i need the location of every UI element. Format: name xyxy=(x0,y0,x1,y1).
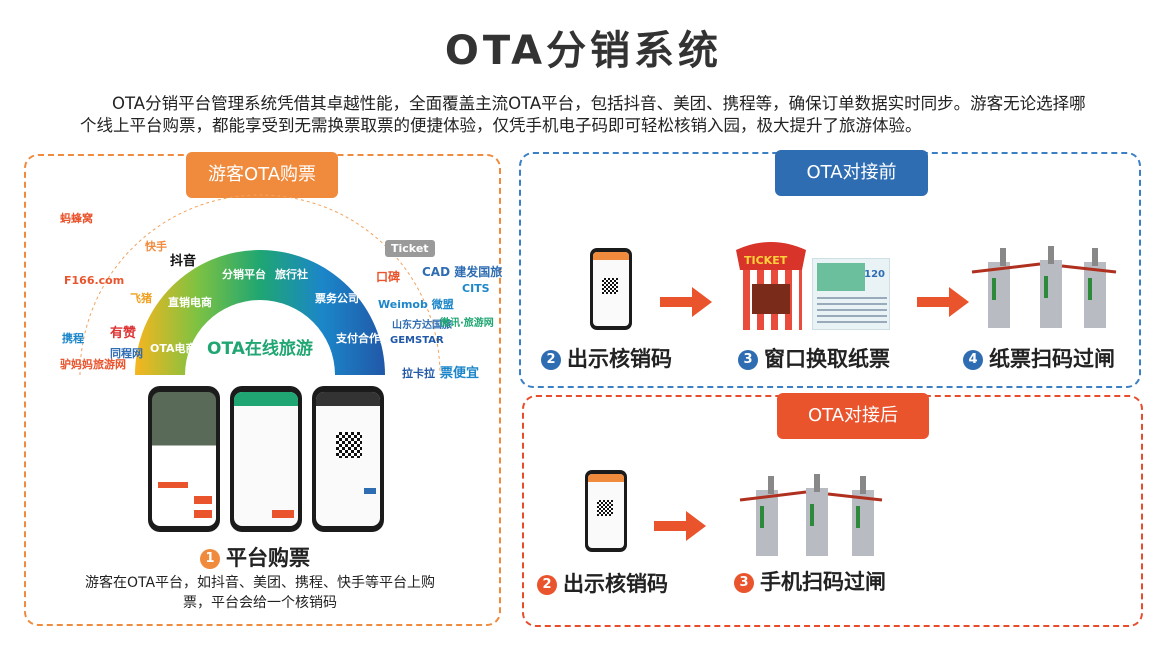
logo-weimob: Weimob 微盟 xyxy=(378,298,454,311)
phone-code-after xyxy=(585,470,627,552)
arc-label-payment-partner: 支付合作方 xyxy=(336,332,391,345)
logo-lvmama: 驴妈妈旅游网 xyxy=(60,358,126,371)
logo-kuaishou: 快手 xyxy=(145,240,167,253)
outer-arc xyxy=(79,194,441,376)
after-integration-tag: OTA对接后 xyxy=(777,393,929,439)
arc-label-ticket-company: 票务公司 xyxy=(315,292,359,305)
logo-ticket: Ticket xyxy=(385,240,435,257)
step-number: 3 xyxy=(734,573,754,593)
ota-arc-diagram xyxy=(79,194,441,376)
logo-cad: CAD 建发国旅 xyxy=(422,265,503,279)
logo-cits: CITS xyxy=(462,282,490,295)
logo-koubei: 口碑 xyxy=(376,270,401,284)
step-number: 4 xyxy=(963,350,983,370)
before-step-exchange-ticket: 3 窗口换取纸票 xyxy=(738,343,890,373)
logo-mafengwo: 蚂蜂窝 xyxy=(60,212,93,225)
step-label: 纸票扫码过闸 xyxy=(989,347,1115,371)
step-label: 出示核销码 xyxy=(567,347,672,371)
arc-label-ota-ecommerce: OTA电商 xyxy=(150,342,197,355)
logo-tongcheng: 同程网 xyxy=(110,347,143,360)
arrow-2-icon xyxy=(917,287,969,317)
logo-feizhu: 飞猪 xyxy=(130,292,152,305)
ticket-number: 120 xyxy=(864,269,885,280)
logo-youzan: 有赞 xyxy=(110,326,137,341)
after-step-phone-scan: 3 手机扫码过闸 xyxy=(734,566,886,596)
intro-paragraph: OTA分销平台管理系统凭借其卓越性能，全面覆盖主流OTA平台，包括抖音、美团、携… xyxy=(80,94,1086,135)
step-label: 平台购票 xyxy=(226,546,310,570)
phone-code-before xyxy=(590,248,632,330)
arc-label-direct-ecommerce: 直销电商 xyxy=(168,296,212,309)
logo-ctrip: 携程 xyxy=(62,332,84,345)
arrow-3-icon xyxy=(654,511,706,541)
turnstile-gates-before-icon xyxy=(971,246,1117,328)
before-integration-tag: OTA对接前 xyxy=(775,150,928,196)
after-step-show-code: 2 出示核销码 xyxy=(537,568,668,598)
step-label: 出示核销码 xyxy=(563,572,668,596)
step-label: 窗口换取纸票 xyxy=(764,347,890,371)
arc-band xyxy=(135,250,385,375)
phone-scenic xyxy=(148,386,220,532)
arrow-1-icon xyxy=(660,287,712,317)
purchase-description: 游客在OTA平台，如抖音、美团、携程、快手等平台上购票，平台会给一个核销码 xyxy=(84,575,436,611)
arc-label-distribution: 分销平台 xyxy=(222,268,266,281)
turnstile-gates-after-icon xyxy=(739,474,883,556)
before-step-show-code: 2 出示核销码 xyxy=(541,343,672,373)
step-number: 1 xyxy=(200,549,220,569)
logo-piaopianyi: 票便宜 xyxy=(440,366,480,381)
step-label: 手机扫码过闸 xyxy=(760,570,886,594)
logo-shandong: 山东方达国旅 xyxy=(392,320,452,331)
logo-lakala: 拉卡拉 xyxy=(402,367,435,380)
phone-qrcode xyxy=(312,386,384,532)
arc-label-travel-agency: 旅行社 xyxy=(275,268,308,281)
logo-gemstar: GEMSTAR xyxy=(390,335,444,346)
step-number: 2 xyxy=(537,575,557,595)
tourist-ota-tag: 游客OTA购票 xyxy=(186,152,338,198)
page-title: OTA分销系统 xyxy=(444,28,723,74)
logo-douyin: 抖音 xyxy=(170,254,197,269)
step-platform-purchase: 1 平台购票 xyxy=(200,542,310,572)
step-number: 3 xyxy=(738,350,758,370)
phone-order xyxy=(230,386,302,532)
arc-center-label: OTA在线旅游 xyxy=(207,339,313,359)
logo-weixun: 微讯·旅游网 xyxy=(440,318,494,329)
step-number: 2 xyxy=(541,350,561,370)
paper-ticket-icon: 120 xyxy=(812,258,890,330)
before-step-scan-paper: 4 纸票扫码过闸 xyxy=(963,343,1115,373)
logo-f166: F166.com xyxy=(64,274,125,287)
booth-sign: TICKET xyxy=(744,254,788,267)
ticket-booth-icon xyxy=(736,242,806,330)
